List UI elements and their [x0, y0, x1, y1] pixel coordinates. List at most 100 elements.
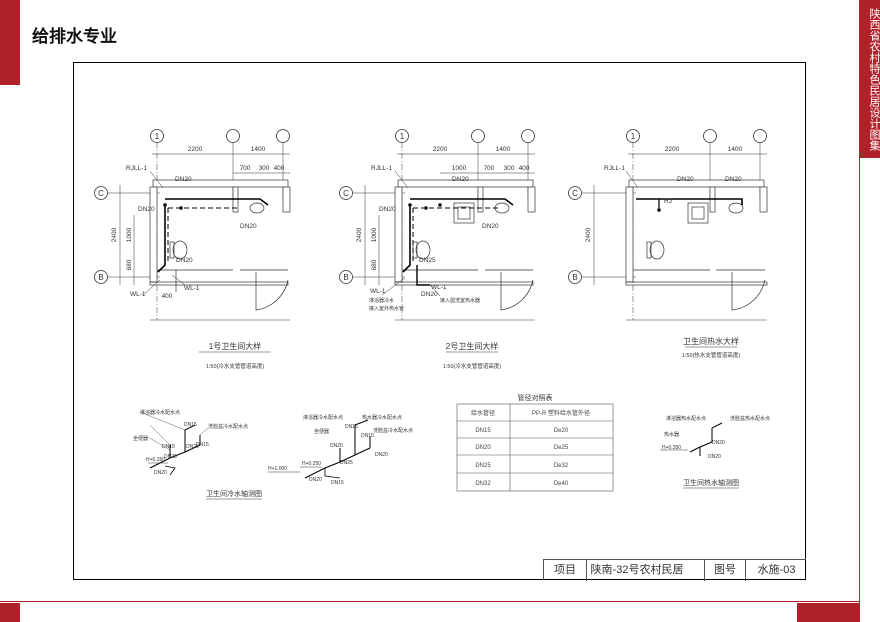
axis-label: 1 — [155, 132, 160, 141]
iso-label: 淋浴器冷水配水点 — [303, 414, 343, 421]
plan-subtitle: 1:50(热水支管管道高度) — [682, 351, 741, 359]
title-block-drawing-label: 图号 — [714, 564, 736, 576]
dim-label: 2400 — [111, 227, 118, 242]
plan-title: 2号卫生间大样 — [446, 341, 498, 351]
dim-label: 700 — [240, 165, 251, 172]
pipe-size-table: 管径对照表 给水管径 PP-R 塑料给水管外径 DN15 De20 DN20 D… — [456, 393, 614, 492]
title-block-divider — [745, 560, 746, 581]
iso-label: DN25 — [340, 460, 353, 466]
pipe-label: DN20 — [725, 176, 742, 183]
title-block-divider — [586, 560, 587, 581]
note: 接入室外热水管 — [369, 305, 404, 312]
dim-label: 300 — [259, 165, 270, 172]
dim-label: 1000 — [126, 227, 133, 242]
iso-label: 淋浴器热水配水点 — [666, 415, 706, 422]
pipe-label: DN20 — [677, 176, 694, 183]
table-cell: DN25 — [475, 463, 491, 469]
bottom-right-accent-bar — [797, 603, 859, 622]
table-header: 给水管径 — [471, 409, 495, 417]
iso-label: 热水器 — [664, 431, 679, 438]
pipe-label: RJ — [664, 198, 672, 205]
iso-label: DN20 — [708, 454, 721, 460]
axis-label: B — [572, 273, 577, 282]
dim-label: 400 — [274, 165, 285, 172]
iso-label: 坐便器 — [314, 428, 329, 435]
iso-label: H+0.250 — [302, 461, 321, 467]
axis-label: 1 — [631, 132, 636, 141]
iso-label: DN20 — [186, 444, 199, 450]
iso-label: H+0.250 — [146, 457, 165, 463]
table-cell: De32 — [554, 463, 569, 469]
iso-label: DN15 — [345, 424, 358, 430]
plan-1-labels: 1 C B 2200 1400 700 300 400 2400 1000 68… — [94, 129, 290, 370]
table-cell: De20 — [554, 428, 569, 434]
isometric-3 — [660, 422, 723, 456]
pipe-label: WL-1 — [130, 291, 146, 298]
axis-label: B — [98, 273, 103, 282]
side-title: 陕西省农村特色民居设计图集 — [868, 8, 880, 151]
pipe-label: DN20 — [421, 291, 438, 298]
axis-label: C — [572, 189, 578, 198]
axis-label: C — [98, 189, 104, 198]
iso-label: 洗脸盆冷水配水点 — [373, 427, 413, 434]
plan-title: 1号卫生间大样 — [209, 341, 261, 351]
pipe-label: DN25 — [419, 257, 436, 264]
iso-label: DN20 — [164, 454, 177, 460]
dim-label: 400 — [162, 293, 173, 300]
dim-label: 400 — [519, 165, 530, 172]
iso-label: 热水器冷水配水点 — [362, 414, 402, 421]
pipe-label: DN20 — [138, 206, 155, 213]
table-cell: DN15 — [475, 428, 491, 434]
isometric-1 — [139, 411, 209, 476]
title-block-item-label: 项目 — [554, 564, 576, 576]
pipe-label: WL-1 — [184, 285, 200, 292]
pipe-label: DN20 — [379, 206, 396, 213]
dim-label: 1400 — [496, 146, 511, 153]
plan-subtitle: 1:50(冷水支管管道高度) — [443, 362, 502, 370]
pipe-label: DN20 — [176, 257, 193, 264]
dim-label: 2400 — [585, 227, 592, 242]
iso-label: 洗脸盆热水配水点 — [730, 415, 770, 422]
dim-label: 2200 — [665, 146, 680, 153]
axis-label: B — [343, 273, 348, 282]
iso-label: 洗脸盆冷水配水点 — [208, 423, 248, 430]
iso-title: 卫生间热水轴测图 — [683, 478, 739, 487]
iso-label: H+1.000 — [268, 466, 287, 472]
iso-label: DN20 — [154, 470, 167, 476]
dim-label: 1400 — [728, 146, 743, 153]
iso-label: DN20 — [309, 477, 322, 483]
dim-label: 300 — [504, 165, 515, 172]
dim-label: 1000 — [452, 165, 467, 172]
pipe-label: WL-1 — [431, 284, 447, 291]
dim-label: 2200 — [188, 146, 203, 153]
title-block-drawing-no: 水施-03 — [757, 564, 796, 576]
isometric-3-labels: 淋浴器热水配水点 洗脸盆热水配水点 热水器 DN20 H+0.350 DN20 … — [662, 415, 770, 489]
iso-label: DN15 — [184, 422, 197, 428]
plan-3-labels: 1 C B 2200 1400 2400 RJLL-1 DN20 DN20 RJ… — [568, 129, 767, 359]
pipe-label: DN20 — [240, 223, 257, 230]
iso-label: DN20 — [330, 443, 343, 449]
dim-label: 2200 — [433, 146, 448, 153]
plan-1 — [108, 142, 291, 321]
iso-label: H+0.350 — [662, 445, 681, 451]
note: 淋浴器冷水 — [369, 297, 394, 304]
pipe-label: RJLL-1 — [371, 165, 392, 172]
side-title-panel — [859, 0, 880, 158]
bottom-left-accent-bar — [0, 603, 20, 622]
isometric-2-labels: 淋浴器冷水配水点 热水器冷水配水点 DN15 DN15 坐便器 洗脸盆冷水配水点… — [268, 414, 413, 486]
axis-label: 1 — [400, 132, 405, 141]
table-cell: DN20 — [475, 445, 491, 451]
plan-subtitle: 1:50(冷水支管管道高度) — [206, 362, 265, 370]
pipe-label: RJLL-1 — [604, 165, 625, 172]
iso-label: DN20 — [712, 440, 725, 446]
title-block: 项目 陕南-32号农村民居 图号 水施-03 — [543, 559, 806, 581]
iso-label: DN15 — [361, 433, 374, 439]
dim-label: 680 — [371, 259, 378, 270]
table-cell: DN32 — [475, 481, 491, 487]
iso-label: 淋浴器冷水配水点 — [140, 409, 180, 416]
table-title: 管径对照表 — [518, 393, 553, 402]
note: 接入盥洗室热水器 — [440, 297, 480, 304]
bottom-rule — [0, 601, 859, 602]
side-rule — [859, 158, 860, 622]
